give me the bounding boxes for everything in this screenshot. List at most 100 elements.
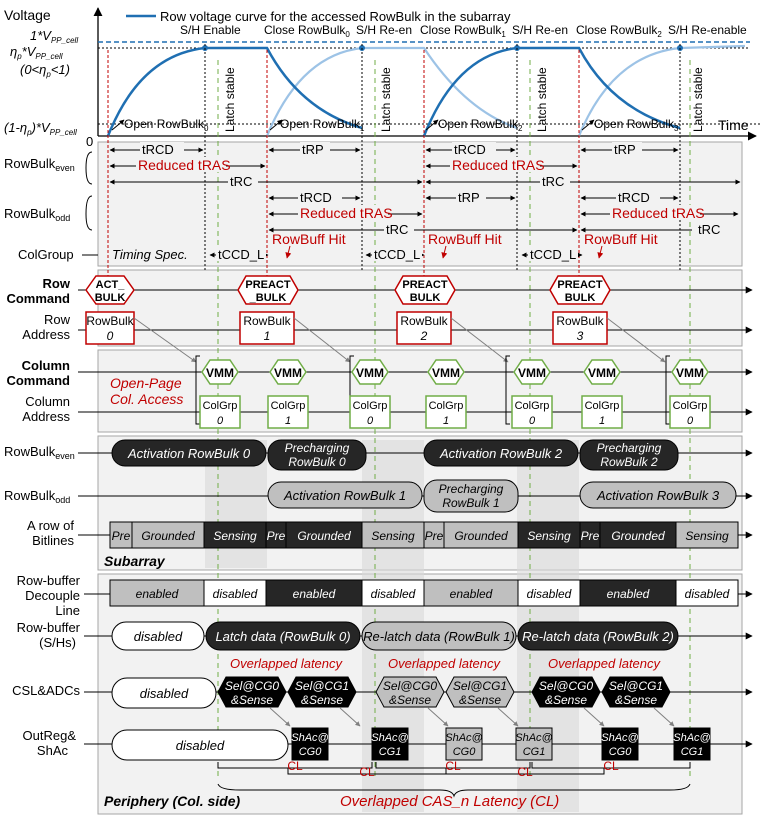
voltage-axis-label: Voltage [4,7,51,23]
shac-label-2: ShAc@ [445,732,482,744]
preact-3-l1: PREACT [557,279,603,291]
bar-pre-rb2-l2: RowBulk 2 [600,455,658,469]
preact-3-l2: BULK [565,292,596,304]
csl-sense-label-3: &Sense [459,693,501,707]
trcd-2: tRCD [454,142,486,157]
csl-cmd-5 [601,676,671,708]
y-label-eta: ηp*VPP_cell [10,44,63,61]
tras-3: Reduced tRAS [612,205,705,221]
bitline-seg-10 [599,521,677,549]
tras-0: Reduced tRAS [138,157,231,173]
bar-act-rb3-label: Activation RowBulk 3 [596,488,720,503]
colgrp-name-5: ColGrp [585,400,620,412]
label-colgroup: ColGroup [18,247,74,262]
sh-relatch-rb1-label: Re-latch data (RowBulk 1) [363,629,515,644]
vmm-label-0: VMM [206,366,234,380]
sh-latch-rb0-label: Latch data (RowBulk 0) [215,629,350,644]
decouple-seg-2 [265,579,363,607]
bar-act-rb0 [111,439,267,467]
cas-latency-label: Overlapped CAS_n Latency (CL) [340,793,559,810]
bitline-seg-11 [675,521,739,549]
bar-pre-rb1 [423,479,519,513]
vmm-cmd-0 [201,359,239,385]
shac-label-3: ShAc@ [515,732,552,744]
bar-act-rb1 [267,481,423,509]
vmm-cmd-4 [513,359,551,385]
voltage-plot: Voltage Time 0 Row voltage curve for the… [4,7,760,149]
colgrp-n-3: 1 [443,415,449,427]
vmm-cmd-1 [269,359,307,385]
csl-cmd-0 [217,676,287,708]
decouple-seg-label-1: disabled [213,587,258,601]
cl-label-4: CL [603,759,619,773]
row-addr-0-n: 0 [107,329,114,343]
vmm-cmd-2 [351,359,389,385]
csl-sense-label-2: &Sense [389,693,431,707]
column-command-panel: Column Command Column Address Open-Page … [6,355,753,429]
decouple-seg-label-2: enabled [293,587,336,601]
label-row-address-1: Row [44,312,71,327]
colgrp-n-2: 0 [367,415,374,427]
bar-pre-rb0 [267,439,367,471]
row-addr-1-name: RowBulk [243,314,291,328]
bitline-seg-8 [517,521,581,549]
bitline-seg-7 [443,521,519,549]
label-rowbulk-odd: RowBulkodd [4,206,70,223]
csl-cmd-4 [531,676,601,708]
bar-act-rb2-label: Activation RowBulk 2 [439,446,563,461]
bitline-seg-label-0: Pre [112,529,131,543]
shac-cg-5: CG1 [681,746,704,758]
latch-stable-3: Latch stable [535,67,549,132]
trcd-1: tRCD [300,190,332,205]
bar-pre-rb1-l2: RowBulk 1 [442,496,499,510]
latch-stable-2: Latch stable [379,67,393,132]
tccd-2: tCCD_L [374,247,420,262]
sh-relatch-rb1 [361,621,517,651]
csl-cmd-3 [445,676,515,708]
y-label-low: (1-ηp)*VPP_cell [4,120,77,137]
trp-1: tRP [458,190,480,205]
label-outreg-2: ShAc [37,743,69,758]
csl-sel-label-1: Sel@CG1 [295,679,349,693]
colgrp-name-6: ColGrp [673,400,708,412]
row-addr-2-name: RowBulk [400,314,448,328]
preact-2-l1: PREACT [402,279,448,291]
bitline-seg-label-9: Pre [581,529,600,543]
overlapped-latency-3: Overlapped latency [548,656,662,671]
csl-sel-label-2: Sel@CG0 [383,679,438,693]
decouple-seg-5 [517,579,581,607]
row-addr-2-n: 2 [420,329,428,343]
tccd-3: tCCD_L [530,247,576,262]
preact-2-l2: BULK [410,292,441,304]
open-page-l1: Open-Page [110,375,182,391]
decouple-seg-label-5: disabled [527,587,572,601]
shac-label-1: ShAc@ [371,732,408,744]
row-command-panel: Row Command Row Address ACT_ BULK PREACT… [6,275,753,363]
colgrp-n-1: 1 [285,415,291,427]
bar-act-rb3 [579,481,737,509]
trc-1: tRC [386,222,408,237]
sh-relatch-rb2 [517,621,679,651]
row-addr-3-n: 3 [577,329,584,343]
colgrp-name-3: ColGrp [429,400,464,412]
label-bitlines-2: Bitlines [32,533,74,548]
cl-bracket-0 [217,762,373,769]
csl-cmd-2 [375,676,445,708]
y-label-1: 1*VPP_cell [30,28,78,45]
event-close-rb1: Close RowBulk1 [420,23,506,39]
csl-cmd-1 [287,676,357,708]
vmm-label-3: VMM [432,366,460,380]
colgrp-name-0: ColGrp [203,400,238,412]
shac-5 [673,727,711,761]
shac-cg-1: CG1 [379,746,402,758]
panel-column-command [97,349,743,433]
label-col-address-1: Column [25,394,70,409]
y-label-range: (0<ηp<1) [20,62,70,79]
latch-stable-1: Latch stable [223,67,237,132]
vmm-label-4: VMM [518,366,546,380]
decouple-seg-1 [203,579,267,607]
bar-act-rb1-label: Activation RowBulk 1 [283,488,406,503]
open-rb3: Open RowBulk3 [594,117,679,133]
colgrp-name-2: ColGrp [353,400,388,412]
shac-0 [291,727,329,761]
